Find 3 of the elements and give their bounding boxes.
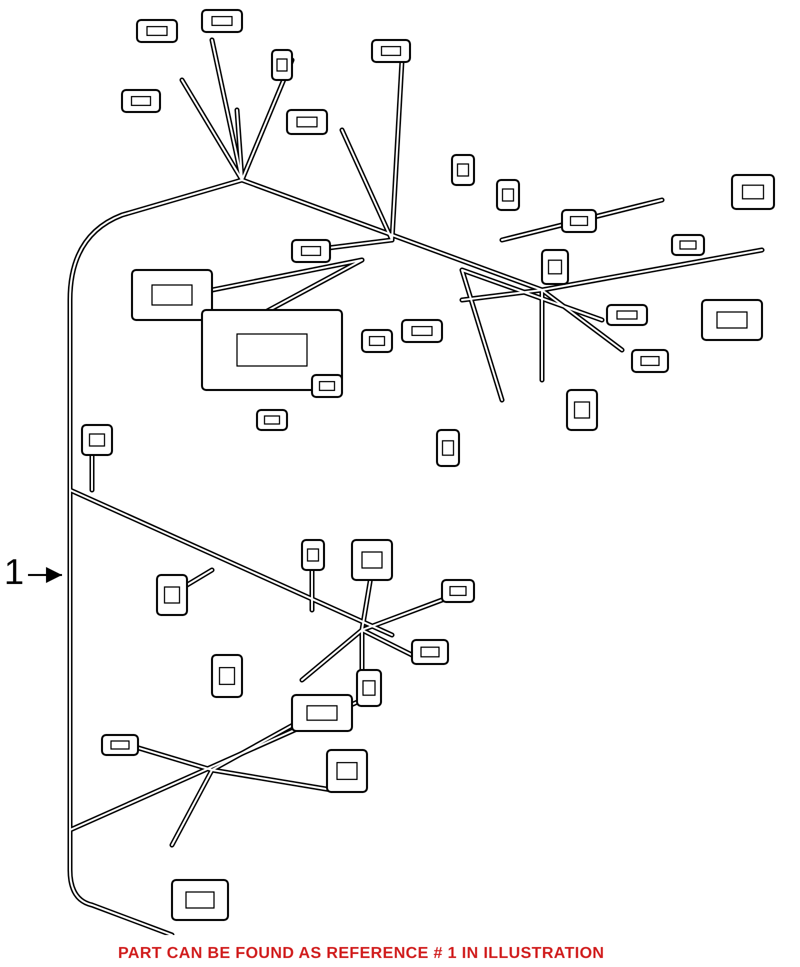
leader-arrow (28, 567, 62, 583)
callout-number: 1 (4, 552, 26, 592)
note-text: PART CAN BE FOUND AS REFERENCE # 1 IN ILLUSTRATION (118, 944, 604, 964)
